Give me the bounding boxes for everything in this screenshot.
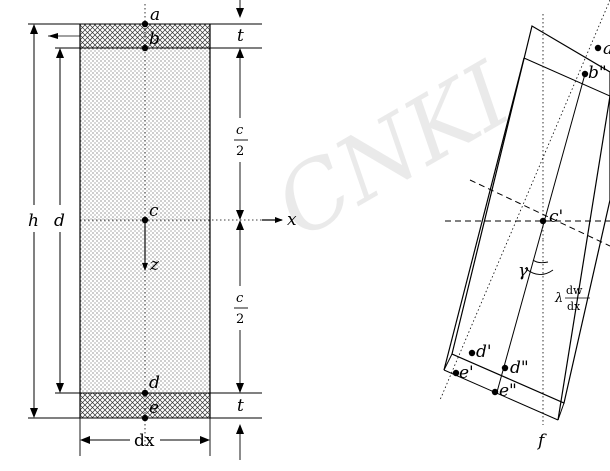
point-e [141, 414, 149, 422]
half-core-top-den: 2 [236, 144, 244, 159]
point-d [141, 389, 149, 397]
height-h-label: h [28, 211, 39, 231]
frac-den-label: dx [567, 300, 581, 313]
right-deformed-figure: a' b" c' γ λ dw dx d' e' d" e" f [439, 0, 610, 451]
point-e-label: e [149, 398, 159, 418]
point-d-prime-label: d' [476, 342, 492, 362]
point-d-double-prime-label: d" [510, 358, 529, 378]
point-c-label: c [149, 201, 159, 221]
axis-z-label: z [149, 255, 160, 275]
thickness-top-label: t [237, 26, 244, 46]
width-dx-label: dx [134, 431, 155, 451]
thickness-bottom-label: t [237, 396, 244, 416]
point-top-cut [594, 44, 602, 52]
point-d-label: d [149, 373, 160, 393]
point-c-prime-label: c' [549, 207, 563, 227]
gamma-label: γ [518, 261, 529, 281]
point-e-double-prime-label: e" [499, 381, 517, 401]
point-b [141, 44, 149, 52]
point-e-double-prime [491, 388, 499, 396]
watermark-text: CNKI [259, 42, 530, 259]
point-d-prime [468, 349, 476, 357]
point-a-label: a [150, 5, 160, 25]
point-f-label: f [536, 431, 547, 451]
point-b-double-prime [581, 70, 589, 78]
depth-d-label: d [54, 211, 65, 231]
left-section-figure: h d x z a b c d e t [28, 0, 297, 460]
half-core-bottom-num: c [236, 291, 244, 306]
lambda-label: λ [554, 291, 563, 306]
point-b-label: b [149, 29, 160, 49]
point-e-prime-label: e' [459, 363, 474, 383]
half-core-bottom-den: 2 [236, 312, 244, 327]
axis-x-label: x [287, 210, 297, 230]
point-top-cut-label: a' [603, 39, 610, 59]
half-core-top-num: c [236, 123, 244, 138]
point-a [141, 20, 149, 28]
point-c-prime [539, 217, 547, 225]
point-b-double-prime-label: b" [588, 63, 607, 83]
point-c [141, 216, 149, 224]
point-d-double-prime [501, 364, 509, 372]
point-e-prime [452, 369, 460, 377]
frac-num-label: dw [566, 284, 583, 297]
